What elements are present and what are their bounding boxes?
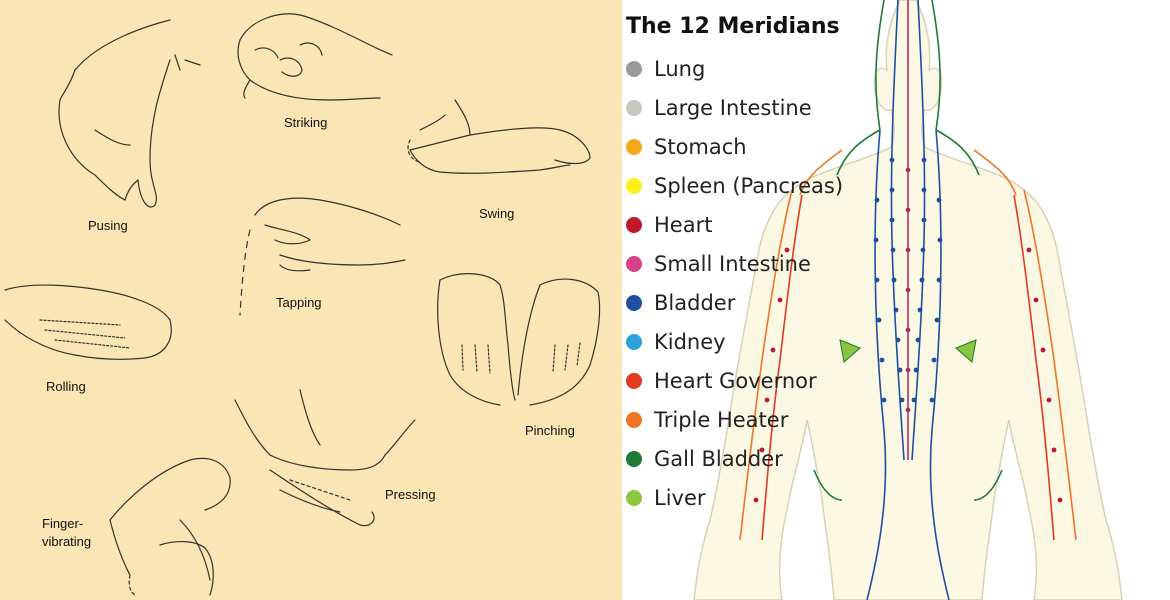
legend-item-bladder: Bladder — [626, 289, 735, 317]
legend-label: Spleen (Pancreas) — [654, 174, 844, 198]
legend-dot — [626, 256, 642, 272]
legend-item-lung: Lung — [626, 55, 705, 83]
swing-hand-drawing — [407, 99, 591, 174]
striking-label: Striking — [284, 115, 328, 130]
pinching-label: Pinching — [525, 423, 575, 438]
pressing-label: Pressing — [385, 487, 436, 502]
legend-dot — [626, 178, 642, 194]
pusing-hand-drawing — [58, 19, 201, 208]
bladder-points — [873, 157, 943, 403]
tapping-hand-drawing — [239, 197, 406, 316]
legend-label: Gall Bladder — [654, 447, 783, 471]
legend-label: Kidney — [654, 330, 726, 354]
legend-item-spleen: Spleen (Pancreas) — [626, 172, 843, 200]
tapping-label: Tapping — [276, 295, 322, 310]
legend-item-liver: Liver — [626, 484, 706, 512]
legend-item-large-intestine: Large Intestine — [626, 94, 812, 122]
finger-vibrating-label-line1: Finger- — [42, 516, 84, 531]
legend-label: Large Intestine — [654, 96, 812, 120]
pressing-hands-drawing — [234, 389, 416, 527]
legend-dot — [626, 451, 642, 467]
rolling-label: Rolling — [46, 379, 86, 394]
legend-item-heart: Heart — [626, 211, 712, 239]
legend-dot — [626, 217, 642, 233]
pinching-hands-drawing — [437, 273, 601, 406]
legend-label: Lung — [654, 57, 706, 81]
rolling-hand-drawing — [4, 284, 172, 360]
legend-label: Triple Heater — [654, 408, 789, 432]
meridians-title: The 12 Meridians — [626, 14, 840, 39]
legend-dot — [626, 295, 642, 311]
legend-item-small-intestine: Small Intestine — [626, 250, 811, 278]
legend-label: Small Intestine — [654, 252, 811, 276]
finger-vibrating-hand-drawing — [109, 457, 231, 596]
legend-label: Heart — [654, 213, 713, 237]
legend-dot — [626, 139, 642, 155]
legend-item-stomach: Stomach — [626, 133, 747, 161]
legend-dot — [626, 100, 642, 116]
body-back-figure — [693, 0, 1123, 600]
legend-label: Heart Governor — [654, 369, 817, 393]
legend-item-gall-bladder: Gall Bladder — [626, 445, 783, 473]
legend-dot — [626, 490, 642, 506]
striking-hand-drawing — [237, 13, 393, 101]
legend-label: Bladder — [654, 291, 736, 315]
legend-dot — [626, 334, 642, 350]
technique-illustrations — [4, 13, 601, 596]
pusing-label: Pusing — [88, 218, 128, 233]
legend-label: Liver — [654, 486, 706, 510]
legend-dot — [626, 412, 642, 428]
finger-vibrating-label-line2: vibrating — [42, 534, 92, 549]
legend-item-triple-heater: Triple Heater — [626, 406, 788, 434]
legend-item-kidney: Kidney — [626, 328, 726, 356]
legend-label: Stomach — [654, 135, 747, 159]
legend-item-heart-governor: Heart Governor — [626, 367, 817, 395]
meridians-panel: The 12 Meridians Lung Large Intestine St… — [622, 0, 1170, 600]
massage-techniques-panel: Pusing Striking Swing Tapping Rolling Pi… — [0, 0, 622, 600]
legend-dot — [626, 61, 642, 77]
swing-label: Swing — [479, 206, 515, 221]
legend-dot — [626, 373, 642, 389]
